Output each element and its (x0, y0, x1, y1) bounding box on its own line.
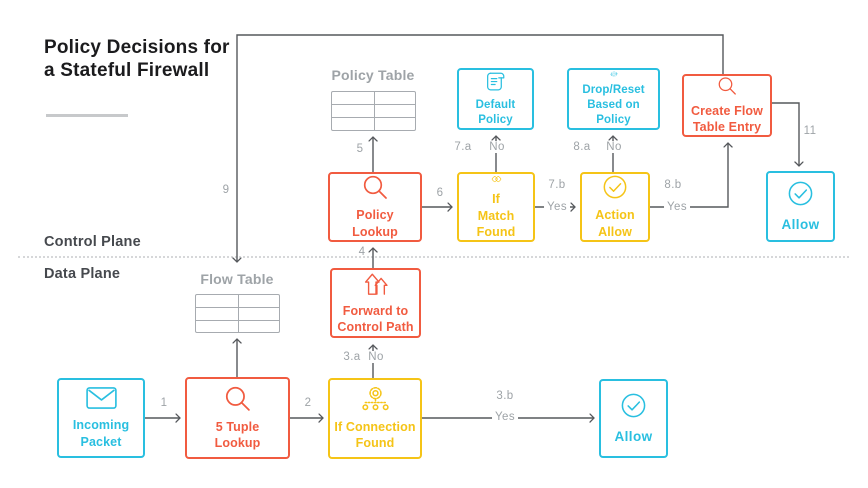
edge-label-7b: 7.b (548, 179, 566, 191)
page-title: Policy Decisions for a Stateful Firewall (44, 37, 230, 82)
node-allow-data-plane: Allow (599, 379, 668, 458)
node-label: Drop/Reset Based on Policy (582, 84, 645, 127)
check-circle-icon (788, 181, 813, 206)
node-label: Create Flow Table Entry (691, 103, 763, 134)
edge-label-11: 11 (803, 125, 817, 137)
node-if-connection-found: If Connection Found (328, 378, 422, 459)
magnifier-icon (225, 386, 250, 411)
flow-table (195, 294, 280, 333)
gear-network-icon (361, 386, 389, 410)
node-if-match-found: If Match Found (457, 172, 535, 242)
node-label: Incoming Packet (72, 418, 130, 449)
edge-label-3b: 3.b (496, 390, 514, 402)
node-incoming-packet: Incoming Packet (57, 378, 145, 458)
match-icon (491, 176, 501, 182)
magnifier-icon (363, 176, 387, 200)
node-label: Policy Lookup (352, 208, 398, 239)
reset-icon (609, 71, 618, 77)
edge-label-6: 6 (436, 187, 444, 199)
control-plane-label: Control Plane (44, 234, 141, 250)
node-label: Default Policy (475, 99, 516, 127)
edge-label-5: 5 (356, 143, 364, 155)
node-label: If Match Found (476, 192, 516, 239)
edge-label-1: 1 (160, 397, 168, 409)
node-label: Allow (781, 216, 820, 232)
flow-table-label: Flow Table (200, 271, 274, 287)
data-plane-label: Data Plane (44, 266, 121, 282)
edge-label-8b: 8.b (664, 179, 682, 191)
edge-label-8a: 8.a (573, 141, 591, 153)
plane-divider (18, 256, 849, 258)
node-label: Forward to Control Path (337, 303, 414, 334)
node-action-allow: Action Allow (580, 172, 650, 242)
policy-table (331, 91, 416, 131)
forward-arrows-icon (364, 273, 388, 295)
edge-label-4: 4 (358, 246, 366, 258)
node-drop-reset-based-on-policy: Drop/Reset Based on Policy (567, 68, 660, 130)
check-circle-icon (603, 175, 627, 199)
node-5-tuple-lookup: 5 Tuple Lookup (185, 377, 290, 459)
check-circle-icon (621, 393, 646, 418)
edge-label-7a-no: No (486, 141, 508, 153)
edge-label-3b-yes: Yes (492, 411, 518, 423)
magnifier-icon (718, 77, 736, 95)
edge-label-3a: 3.a (343, 351, 361, 363)
scroll-icon (487, 72, 505, 91)
node-allow-control-plane: Allow (766, 171, 835, 242)
edge-label-8b-yes: Yes (664, 201, 690, 213)
policy-table-label: Policy Table (331, 67, 415, 83)
node-default-policy: Default Policy (457, 68, 534, 130)
envelope-icon (85, 387, 117, 410)
node-label: If Connection Found (334, 419, 416, 450)
edge-label-2: 2 (304, 397, 312, 409)
edge-label-8a-no: No (603, 141, 625, 153)
node-label: Action Allow (595, 208, 635, 239)
node-create-flow-table-entry: Create Flow Table Entry (682, 74, 772, 137)
node-forward-to-control-path: Forward to Control Path (330, 268, 421, 338)
node-label: Allow (614, 428, 653, 444)
edge-label-3a-no: No (365, 351, 387, 363)
title-underline (46, 114, 128, 117)
edge-label-7b-yes: Yes (544, 201, 570, 213)
edge-label-7a: 7.a (454, 141, 472, 153)
node-policy-lookup: Policy Lookup (328, 172, 422, 242)
node-label: 5 Tuple Lookup (214, 419, 261, 450)
edge-label-9: 9 (222, 184, 230, 196)
